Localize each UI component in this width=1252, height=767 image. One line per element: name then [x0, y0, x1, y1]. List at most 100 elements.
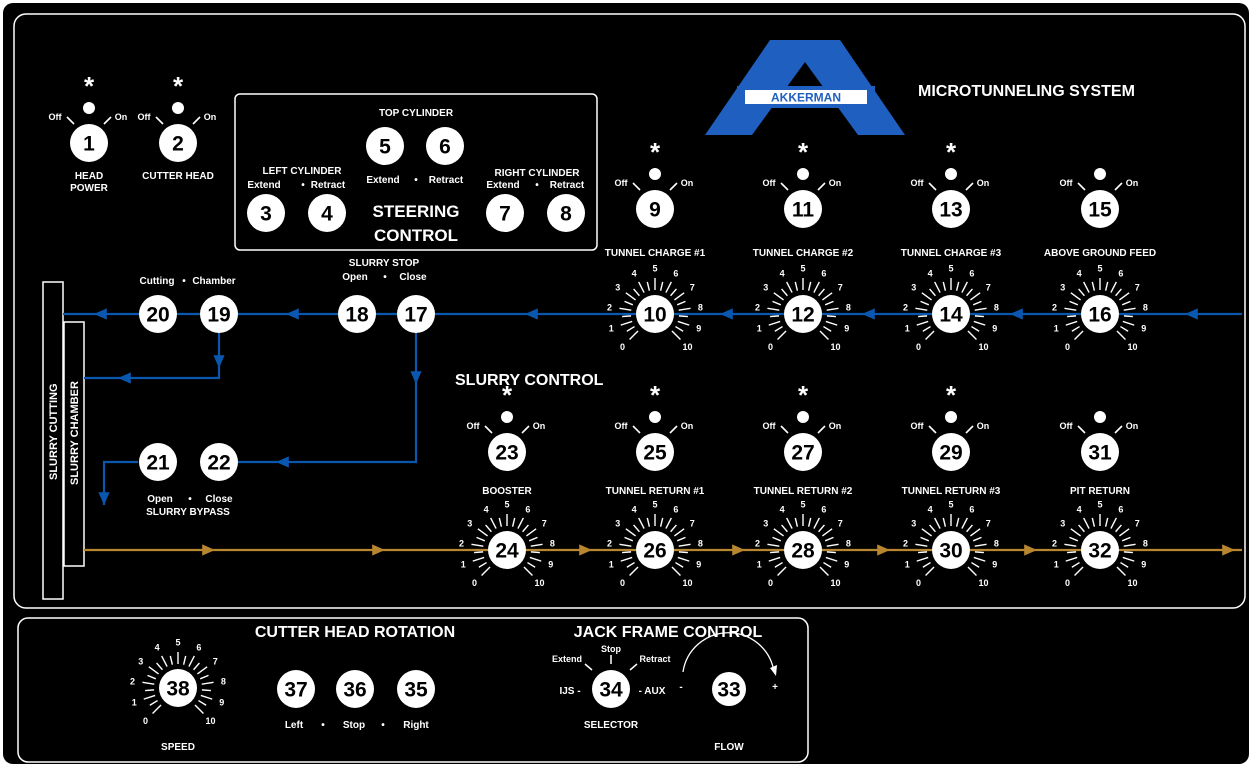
rotation-right-button[interactable]: 35 — [397, 670, 435, 708]
dial-knob[interactable] — [636, 531, 674, 569]
switch-number: 29 — [939, 442, 962, 465]
button-face[interactable] — [397, 670, 435, 708]
button-face[interactable] — [712, 672, 746, 706]
steering-top-extend-button[interactable]: 5 — [366, 127, 404, 165]
dial-scale-label: 2 — [903, 538, 908, 548]
jack-selector-knob[interactable]: 34 — [592, 670, 630, 708]
dial-tick — [1091, 281, 1096, 291]
upper-panel-border — [13, 13, 1246, 609]
left-sep: • — [301, 180, 305, 191]
dial-tick — [201, 689, 211, 692]
button-face[interactable] — [397, 295, 435, 333]
dial-knob[interactable] — [1081, 531, 1119, 569]
dial-knob[interactable] — [932, 295, 970, 333]
dial-knob[interactable] — [784, 531, 822, 569]
switch-knob[interactable] — [488, 433, 526, 471]
chamber-valve[interactable]: 19 — [200, 295, 238, 333]
dial-tick — [1065, 320, 1078, 326]
switch-knob[interactable] — [70, 124, 108, 162]
steering-left-extend-button[interactable]: 3 — [247, 194, 285, 232]
off-tick — [780, 425, 789, 434]
dial-scale-label: 10 — [206, 716, 216, 726]
dial-tick — [671, 566, 681, 576]
button-face[interactable] — [486, 194, 524, 232]
dial-knob[interactable] — [1081, 295, 1119, 333]
dial-tick — [200, 694, 213, 700]
dial-scale-label: 2 — [755, 538, 760, 548]
dial-knob[interactable] — [488, 531, 526, 569]
switch-knob[interactable] — [784, 190, 822, 228]
switch-knob[interactable] — [1081, 433, 1119, 471]
button-face[interactable] — [592, 670, 630, 708]
steering-top-retract-button[interactable]: 6 — [426, 127, 464, 165]
button-face[interactable] — [200, 443, 238, 481]
rotation-stop-button[interactable]: 36 — [336, 670, 374, 708]
steering-right-retract-button[interactable]: 8 — [547, 194, 585, 232]
switch-knob[interactable] — [636, 190, 674, 228]
on-label: On — [1126, 421, 1139, 431]
slurry-stop-close-valve[interactable]: 17 — [397, 295, 435, 333]
dial-scale-label: 0 — [1065, 342, 1070, 352]
slurry-stop-open-valve[interactable]: 18 — [338, 295, 376, 333]
switch-knob[interactable] — [784, 433, 822, 471]
button-face[interactable] — [336, 670, 374, 708]
dial-tick — [916, 556, 929, 562]
button-face[interactable] — [547, 194, 585, 232]
on-tick — [817, 182, 826, 191]
switch-knob[interactable] — [636, 433, 674, 471]
button-face[interactable] — [139, 295, 177, 333]
indicator-lamp — [945, 168, 957, 180]
flow-control-knob[interactable]: 33 — [712, 672, 746, 706]
button-face[interactable] — [139, 443, 177, 481]
button-face[interactable] — [247, 194, 285, 232]
switch-knob[interactable] — [1081, 190, 1119, 228]
bypass-open-valve[interactable]: 21 — [139, 443, 177, 481]
rotation-left-button[interactable]: 37 — [277, 670, 315, 708]
dial-knob[interactable] — [784, 295, 822, 333]
dial-knob[interactable] — [932, 531, 970, 569]
dial-knob[interactable] — [159, 669, 197, 707]
switch-knob[interactable] — [932, 190, 970, 228]
dial-tick — [777, 330, 787, 340]
switch-knob[interactable] — [159, 124, 197, 162]
steering-left-retract-button[interactable]: 4 — [308, 194, 346, 232]
dial-tick — [676, 536, 686, 542]
dial-knob[interactable] — [636, 295, 674, 333]
switch-caption-2: POWER — [70, 183, 109, 194]
cutting-valve[interactable]: 20 — [139, 295, 177, 333]
button-face[interactable] — [366, 127, 404, 165]
button-face[interactable] — [426, 127, 464, 165]
switch-knob[interactable] — [932, 433, 970, 471]
button-face[interactable] — [338, 295, 376, 333]
on-label: On — [681, 421, 694, 431]
bypass-close-valve[interactable]: 22 — [200, 443, 238, 481]
steering-right-extend-button[interactable]: 7 — [486, 194, 524, 232]
dial-scale-label: 2 — [903, 302, 908, 312]
dial-scale-label: 5 — [652, 264, 657, 274]
button-face[interactable] — [308, 194, 346, 232]
button-face[interactable] — [277, 670, 315, 708]
button-face[interactable] — [200, 295, 238, 333]
jack-extend-label: Extend — [552, 654, 582, 664]
